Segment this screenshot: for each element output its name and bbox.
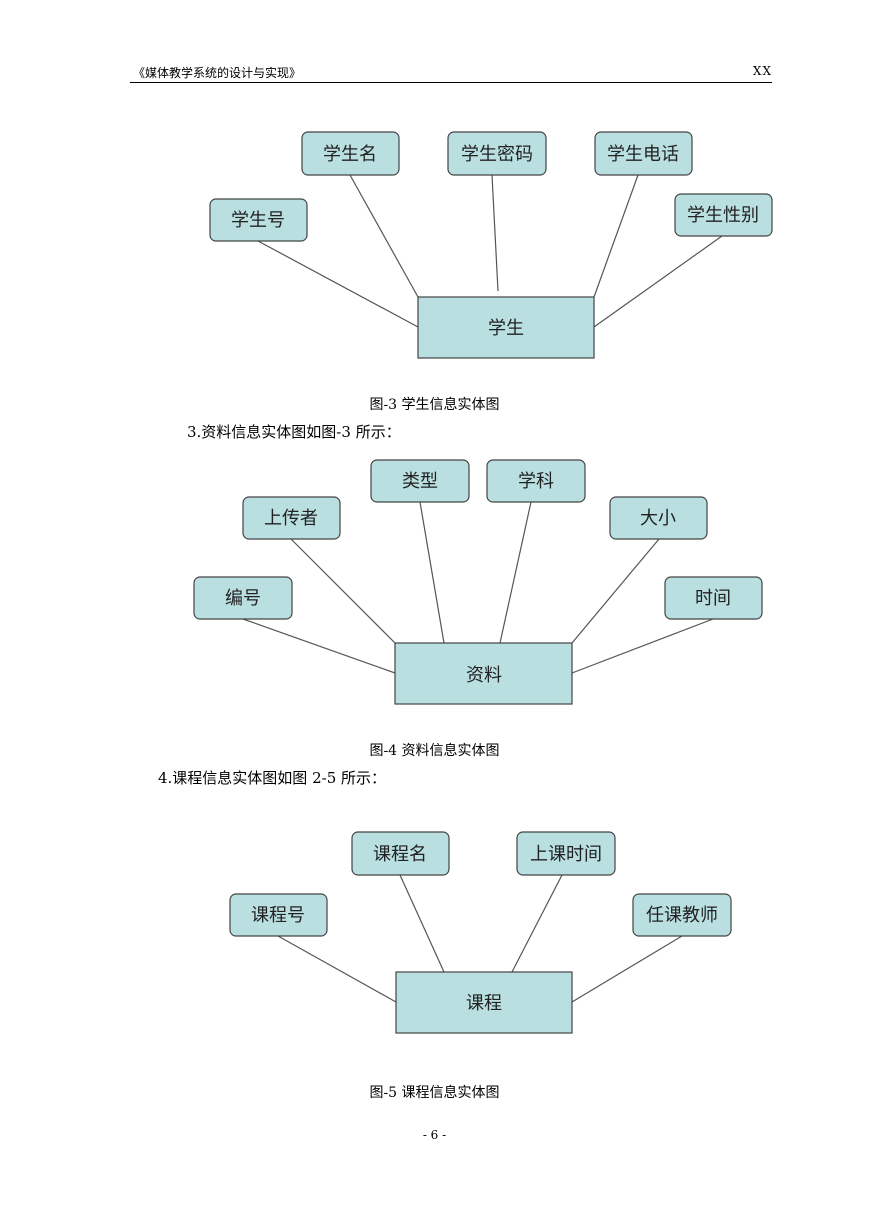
connector-line (499, 501, 532, 644)
attribute-label: 学生密码 (461, 144, 533, 165)
connector-line (419, 501, 445, 644)
connector-line (290, 538, 396, 644)
attribute-label: 上课时间 (530, 844, 602, 865)
attribute-box (193, 576, 293, 620)
attribute-box (242, 496, 341, 540)
attribute-label: 学生性别 (687, 205, 759, 226)
attribute-box (486, 459, 586, 503)
entity-label: 课程 (466, 993, 502, 1014)
figure-caption: 图-4 资料信息实体图 (369, 743, 500, 759)
entity-label: 学生 (488, 318, 524, 339)
connector-line (349, 174, 419, 298)
connector-line (491, 174, 499, 292)
connector-line (593, 174, 639, 298)
attribute-box (351, 831, 450, 876)
course-diagram: 课程 课程号 课程名 上课时间 任课教师 (229, 831, 732, 1034)
paragraph: 4.课程信息实体图如图 2-5 所示： (158, 769, 387, 787)
entity-label: 资料 (466, 665, 502, 686)
connector-line (277, 935, 397, 1003)
attribute-label: 类型 (402, 471, 438, 492)
attribute-box (516, 831, 616, 876)
attribute-label: 学生电话 (607, 144, 679, 165)
page-number: - 6 - (422, 1128, 447, 1142)
attribute-box (632, 893, 732, 937)
attribute-box (209, 198, 308, 242)
attribute-box (674, 193, 773, 237)
attribute-label: 大小 (640, 508, 676, 529)
attribute-label: 学生号 (231, 210, 285, 231)
header-title: 《媒体教学系统的设计与实现》 (133, 66, 302, 80)
paragraph: 3.资料信息实体图如图-3 所示： (187, 423, 401, 441)
connector-line (511, 874, 563, 973)
attribute-box (609, 496, 708, 540)
connector-line (399, 874, 445, 973)
attribute-label: 上传者 (264, 508, 318, 529)
attribute-box (447, 131, 547, 176)
attribute-label: 课程名 (373, 844, 427, 865)
attribute-box (301, 131, 400, 176)
attribute-box (370, 459, 470, 503)
connector-line (571, 935, 683, 1003)
attribute-label: 任课教师 (646, 905, 718, 926)
attribute-box (664, 576, 763, 620)
attribute-label: 时间 (695, 588, 731, 609)
connector-line (571, 618, 714, 674)
connector-line (593, 235, 723, 328)
material-diagram: 资料 编号 上传者 类型 学科 大小 时间 (193, 459, 763, 705)
attribute-label: 学科 (518, 471, 554, 492)
connector-line (571, 538, 660, 644)
header-rule (130, 82, 772, 83)
entity-box (417, 296, 595, 359)
entity-box (395, 971, 573, 1034)
entity-box (394, 642, 573, 705)
connector-line (242, 618, 396, 674)
connector-line (257, 240, 419, 328)
attribute-box (229, 893, 328, 937)
figure-caption: 图-3 学生信息实体图 (369, 397, 500, 413)
attribute-label: 课程号 (251, 905, 305, 926)
header-right: XX (752, 64, 772, 78)
attribute-label: 学生名 (323, 144, 377, 165)
attribute-label: 编号 (225, 588, 261, 609)
student-diagram: 学生 学生号 学生名 学生密码 学生电话 学生性别 (209, 131, 773, 359)
connector-lines (242, 174, 723, 1003)
attribute-box (594, 131, 693, 176)
figure-caption: 图-5 课程信息实体图 (369, 1085, 500, 1101)
